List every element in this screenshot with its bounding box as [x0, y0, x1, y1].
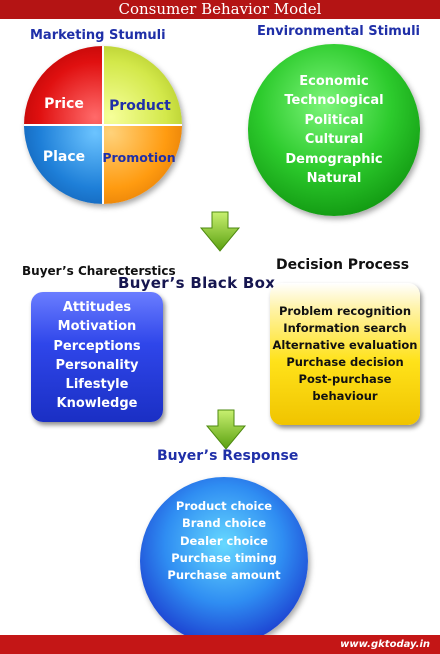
product-quadrant — [103, 46, 182, 125]
footer-url[interactable]: www.gktoday.in — [340, 639, 430, 650]
buyer-characteristics-heading: Buyer’s Charecterstics — [22, 264, 176, 278]
buyer-response-list: Product choice Brand choice Dealer choic… — [140, 498, 308, 584]
title-banner — [0, 0, 440, 19]
environmental-item: Political — [304, 112, 364, 128]
price-quadrant — [24, 46, 103, 125]
response-item: Purchase timing — [171, 550, 277, 565]
characteristic-item: Lifestyle — [65, 377, 129, 393]
response-item: Brand choice — [181, 516, 267, 531]
buyer-response-heading: Buyer’s Response — [157, 448, 299, 464]
decision-step: Information search — [283, 321, 407, 335]
decision-process-box — [270, 283, 420, 425]
response-item: Dealer choice — [180, 533, 268, 548]
decision-step: Problem recognition — [278, 304, 412, 318]
environmental-item: Economic — [299, 74, 369, 89]
characteristic-item: Knowledge — [56, 396, 138, 412]
down-arrow-icon — [199, 211, 241, 252]
decision-process-heading: Decision Process — [276, 257, 410, 273]
decision-step: Alternative evaluation — [272, 338, 418, 352]
diagram-title: Consumer Behavior Model — [118, 0, 322, 18]
response-item: Product choice — [175, 499, 273, 513]
decision-step: Purchase decision — [286, 355, 404, 369]
buyer-response-circle — [140, 477, 308, 645]
environmental-stimuli-heading: Environmental Stimuli — [257, 24, 420, 39]
characteristic-item: Attitudes — [62, 300, 132, 315]
decision-process-list: Problem recognition Information search A… — [270, 303, 420, 405]
characteristic-item: Perceptions — [53, 338, 141, 354]
decision-step: behaviour — [312, 389, 378, 403]
pie-divider-vertical — [102, 46, 104, 204]
place-label: Place — [42, 149, 86, 165]
down-arrow-icon — [205, 409, 247, 450]
marketing-stimuli-heading: Marketing Stumuli — [30, 28, 166, 43]
promotion-quadrant — [103, 125, 182, 204]
footer-bar — [0, 635, 440, 654]
characteristic-item: Motivation — [57, 319, 137, 335]
environmental-item: Technological — [284, 93, 384, 109]
place-quadrant — [24, 125, 103, 204]
buyer-characteristics-list: Attitudes Motivation Perceptions Persona… — [31, 298, 163, 414]
buyer-characteristics-box — [31, 292, 163, 422]
environmental-stimuli-list: Economic Technological Political Cultura… — [256, 72, 412, 188]
promotion-label: Promotion — [102, 150, 176, 165]
environmental-item: Natural — [306, 171, 362, 187]
black-box-title: Buyer’s Black Box — [118, 274, 276, 292]
environmental-item: Demographic — [285, 151, 383, 167]
environmental-item: Cultural — [304, 132, 364, 148]
price-label: Price — [44, 96, 84, 112]
product-label: Product — [109, 98, 171, 114]
decision-step: Post-purchase — [298, 372, 392, 386]
characteristic-item: Personality — [55, 357, 139, 373]
response-item: Purchase amount — [167, 568, 281, 583]
environmental-stimuli-circle — [248, 44, 420, 216]
marketing-mix-pie — [24, 46, 182, 204]
